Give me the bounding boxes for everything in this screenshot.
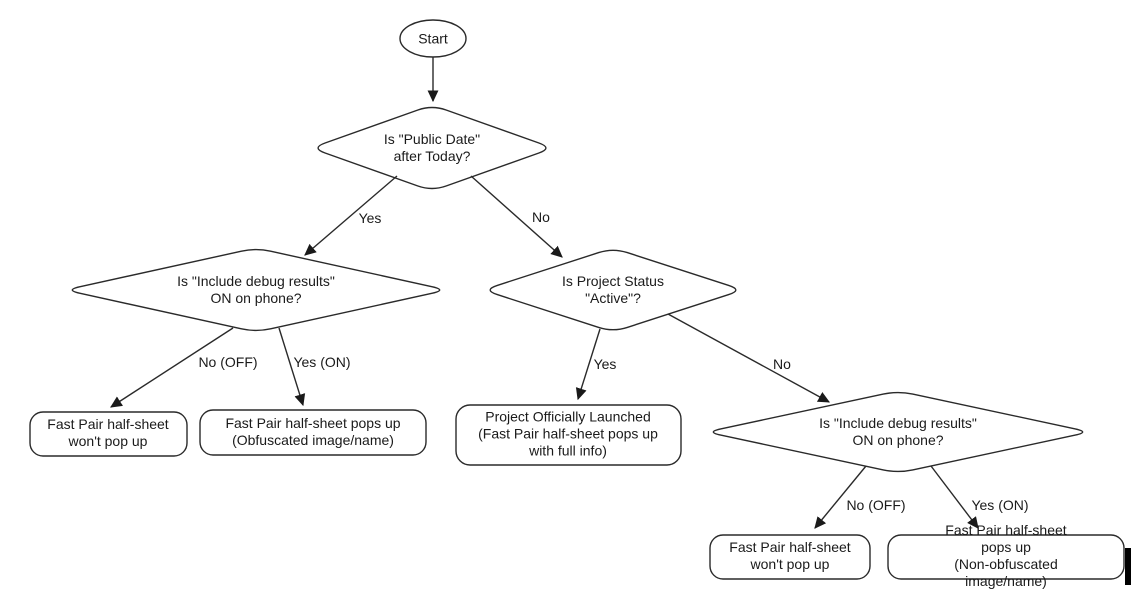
- edge-project-status-no: [667, 313, 830, 403]
- decision-public-date-shape: [317, 106, 547, 190]
- decision-project-status-label: Is Project Status "Active"?: [562, 273, 664, 306]
- decision-debug-right-label: Is "Include debug results" ON on phone?: [819, 415, 977, 448]
- edge-debug-right-no: [814, 465, 867, 529]
- edge-public-date-no: [470, 175, 563, 258]
- decision-debug-left-label: Is "Include debug results" ON on phone?: [177, 273, 335, 306]
- result-obfuscated-label: Fast Pair half-sheet pops up (Obfuscated…: [225, 415, 401, 448]
- decision-debug-right-shape: [712, 391, 1084, 473]
- result-launched-label: Project Officially Launched (Fast Pair h…: [478, 408, 658, 459]
- result-launched-shape: [455, 404, 682, 466]
- edge-label-project-status-no: No: [773, 356, 791, 372]
- edge-label-project-status-yes: Yes: [593, 356, 617, 372]
- edge-label-debug-right-yes: Yes (ON): [971, 497, 1029, 513]
- edge-label-public-date-no: No: [532, 209, 550, 225]
- result-no-popup-left-shape: [29, 411, 188, 457]
- result-no-popup-right-shape: [709, 534, 871, 580]
- decision-project-status-shape: [489, 249, 737, 331]
- edge-project-status-yes: [575, 328, 601, 401]
- edge-debug-left-yes: [278, 327, 306, 407]
- edge-debug-left-no: [110, 327, 234, 408]
- result-obfuscated-shape: [199, 409, 427, 456]
- decision-public-date-label: Is "Public Date" after Today?: [383, 131, 481, 164]
- edge-label-public-date-yes: Yes: [358, 210, 382, 226]
- start-node-shape: [399, 19, 467, 58]
- result-non-obfuscated-shape: [887, 534, 1125, 580]
- start-node-label: Start: [418, 30, 448, 47]
- result-no-popup-right-label: Fast Pair half-sheet won't pop up: [729, 539, 851, 572]
- edge-label-debug-left-no: No (OFF): [198, 354, 258, 370]
- result-no-popup-left-label: Fast Pair half-sheet won't pop up: [47, 416, 169, 449]
- edge-public-date-yes: [304, 175, 398, 256]
- edge-debug-right-yes: [930, 465, 979, 529]
- decision-debug-left-shape: [71, 248, 441, 332]
- edge-label-debug-right-no: No (OFF): [846, 497, 906, 513]
- result-non-obfuscated-label: Fast Pair half-sheet pops up (Non-obfusc…: [945, 522, 1067, 589]
- edge-label-debug-left-yes: Yes (ON): [293, 354, 351, 370]
- text-cursor[interactable]: [1125, 548, 1131, 585]
